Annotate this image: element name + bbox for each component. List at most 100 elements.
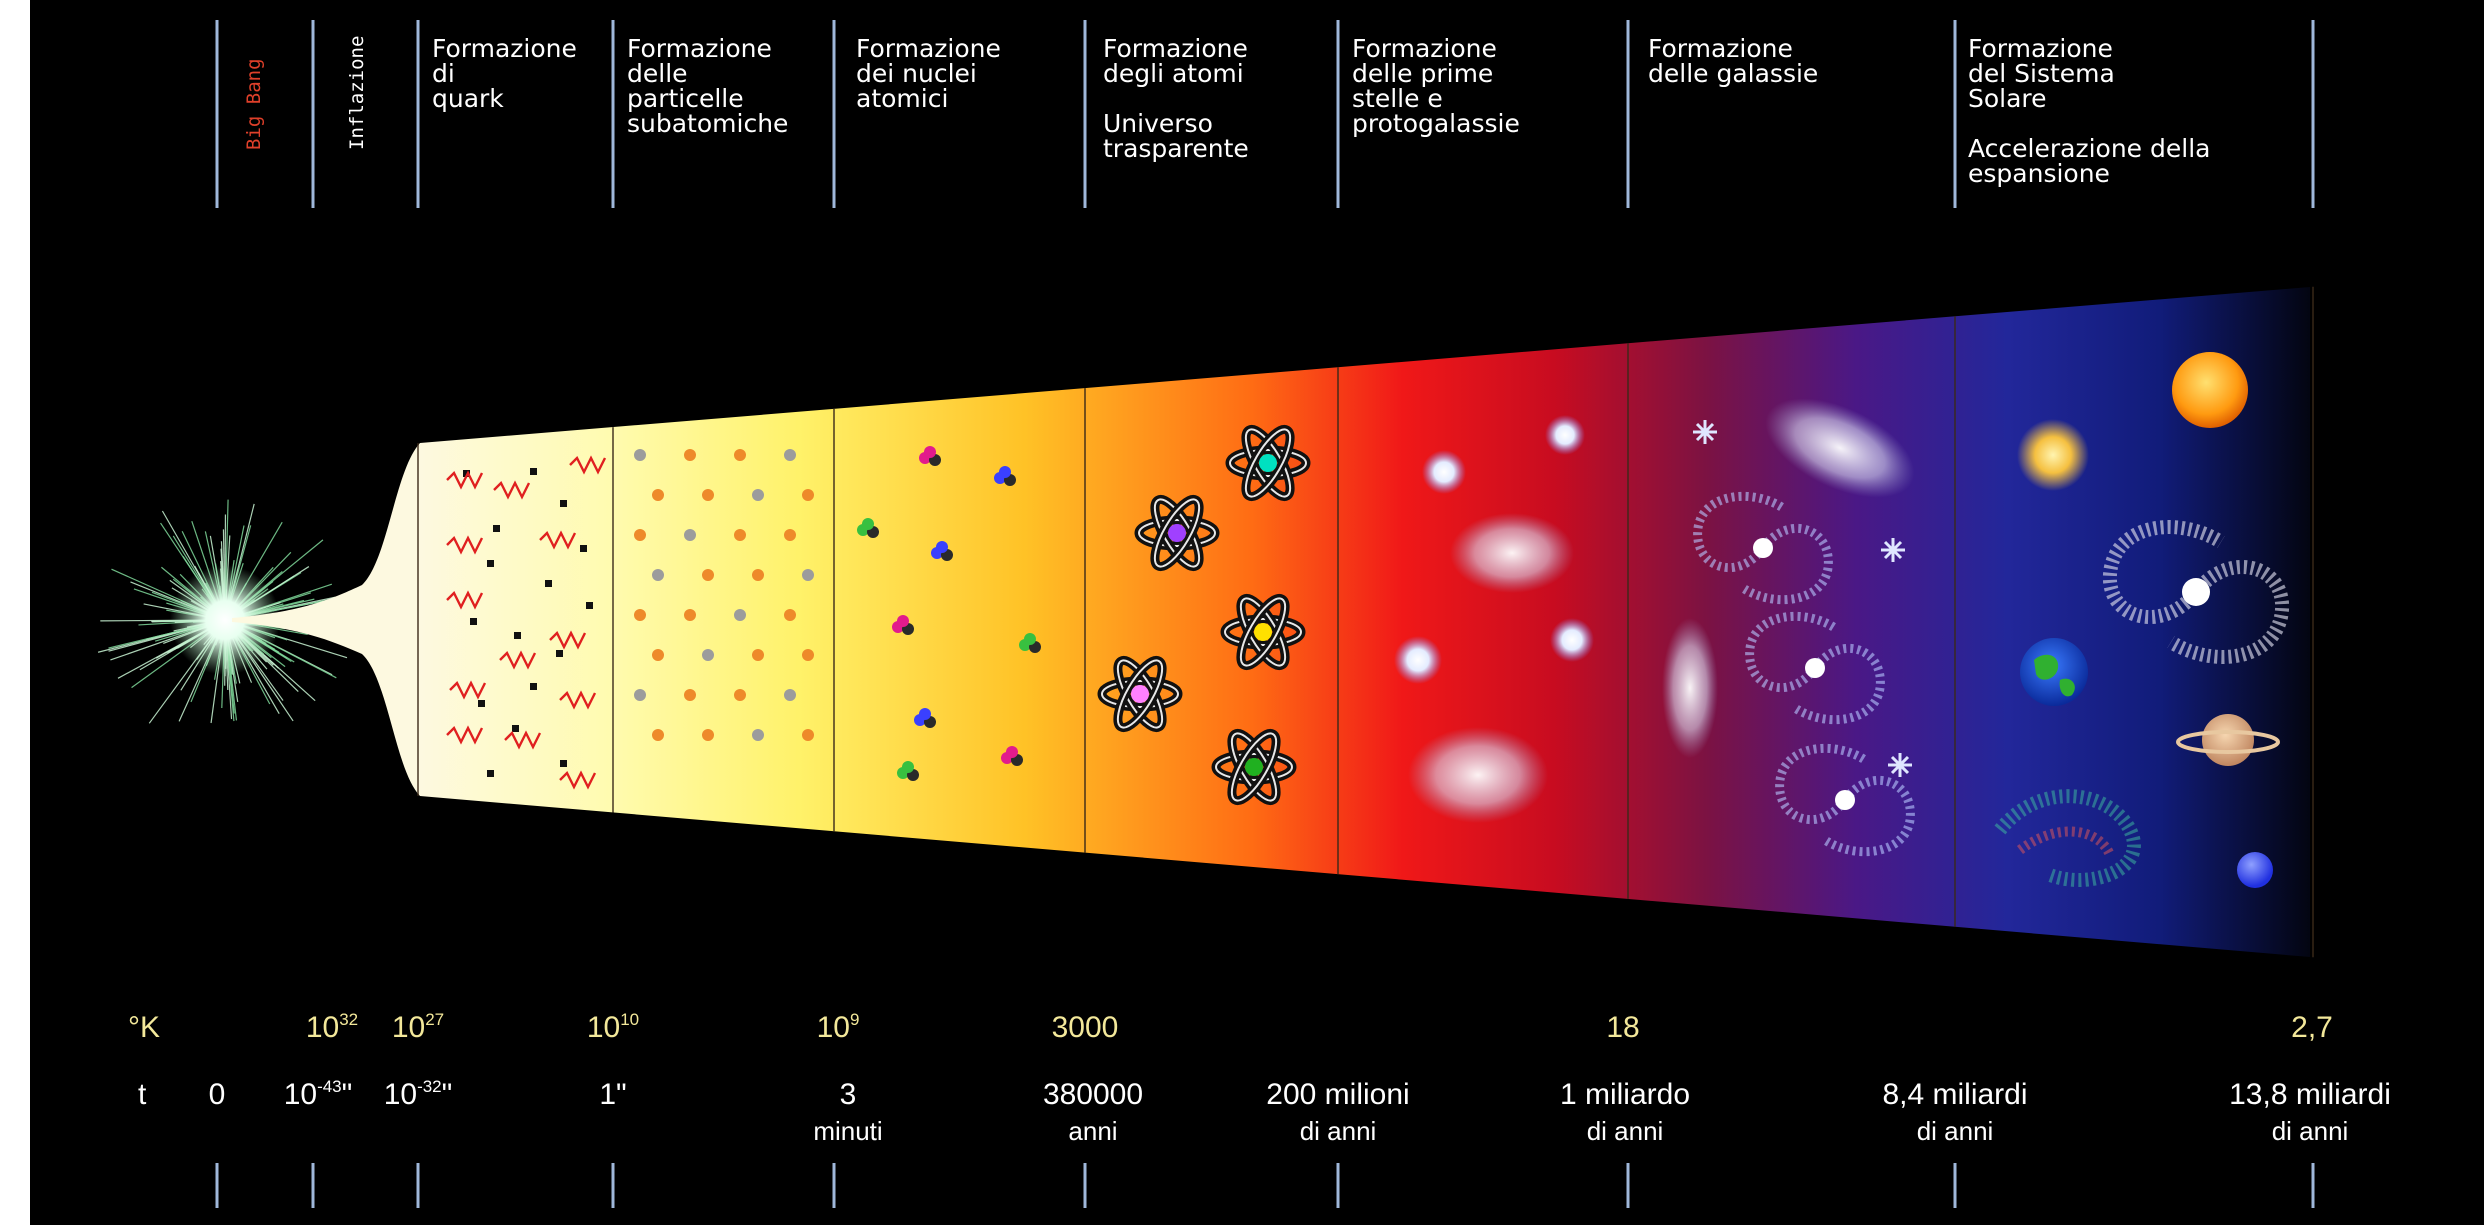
time-value-unit: di anni bbox=[1587, 1116, 1664, 1146]
nebula-arm bbox=[2017, 826, 2115, 858]
quark-squiggle bbox=[559, 770, 597, 790]
particle-dot bbox=[684, 689, 696, 701]
atom-nucleus bbox=[1259, 454, 1277, 472]
sun bbox=[2172, 352, 2248, 428]
particle-dot bbox=[802, 649, 814, 661]
temperature-exponent: 10 bbox=[620, 1010, 639, 1029]
quark-squiggle bbox=[446, 725, 484, 745]
spiral-galaxy bbox=[1693, 491, 1833, 605]
solar-system-contents bbox=[1994, 352, 2290, 888]
quark-squiggle bbox=[446, 535, 484, 555]
time-value: 1" bbox=[599, 1078, 626, 1111]
epoch-label-line: espansione bbox=[1968, 159, 2110, 188]
temperature-base: 10 bbox=[392, 1011, 425, 1044]
first-star bbox=[1545, 415, 1585, 455]
quark-dot bbox=[493, 525, 500, 532]
temperature-value: 109 bbox=[817, 1010, 860, 1044]
particle-dot bbox=[734, 529, 746, 541]
quark-squiggle bbox=[549, 630, 587, 650]
nucleon bbox=[1006, 746, 1018, 758]
quark-dot bbox=[514, 632, 521, 639]
electron-orbit-highlight bbox=[1101, 680, 1179, 708]
atom bbox=[1211, 728, 1297, 806]
first-star bbox=[1422, 450, 1466, 494]
particle-dot bbox=[784, 529, 796, 541]
galaxy-arm bbox=[1792, 643, 1885, 725]
electron-orbit-highlight bbox=[1244, 428, 1292, 498]
atom-nucleus bbox=[1131, 685, 1149, 703]
epoch-label-line: trasparente bbox=[1103, 134, 1249, 163]
galaxy-core bbox=[1753, 538, 1773, 558]
epoch-label-big-bang: Big Bang bbox=[243, 58, 265, 150]
time-suffix: " bbox=[342, 1078, 353, 1111]
particle-dot bbox=[734, 609, 746, 621]
saturn bbox=[2202, 714, 2254, 766]
particle-dot bbox=[652, 729, 664, 741]
epoch-label-inflazione: Inflazione bbox=[346, 36, 368, 150]
saturn-ring bbox=[2176, 730, 2280, 754]
atom bbox=[1225, 424, 1311, 502]
time-value-unit: di anni bbox=[1917, 1116, 1994, 1146]
quark-squiggle bbox=[499, 650, 537, 670]
atom bbox=[1097, 655, 1183, 733]
particle-dot bbox=[652, 489, 664, 501]
sparkle-star bbox=[1888, 753, 1912, 777]
quark-dot bbox=[530, 468, 537, 475]
temperature-base: 10 bbox=[306, 1011, 339, 1044]
temperature-exponent: 9 bbox=[850, 1010, 859, 1029]
quark-squiggle bbox=[539, 530, 577, 550]
particle-dot bbox=[752, 729, 764, 741]
particle-dot bbox=[702, 569, 714, 581]
particle-dot bbox=[802, 569, 814, 581]
galaxy-arm bbox=[1693, 491, 1786, 573]
galaxy-arm bbox=[2102, 520, 2225, 624]
quark-dot bbox=[580, 545, 587, 552]
subatomic-particles-contents bbox=[634, 449, 814, 741]
time-base: 10 bbox=[384, 1078, 417, 1111]
particle-dot bbox=[734, 449, 746, 461]
particle-dot bbox=[784, 609, 796, 621]
quark-dot bbox=[487, 770, 494, 777]
spiral-galaxy bbox=[1745, 611, 1885, 725]
particle-dot bbox=[684, 609, 696, 621]
nucleon bbox=[902, 761, 914, 773]
epoch-label-line: Formazione bbox=[1648, 34, 1793, 63]
epoch-label-line: atomici bbox=[856, 84, 948, 113]
epoch-label-line: protogalassie bbox=[1352, 109, 1520, 138]
galaxy-arm bbox=[2167, 560, 2290, 664]
edge-on-galaxy bbox=[1662, 618, 1718, 758]
time-base: 10 bbox=[284, 1078, 317, 1111]
inflation-funnel bbox=[232, 443, 420, 796]
nucleon bbox=[924, 446, 936, 458]
atom-nucleus bbox=[1245, 758, 1263, 776]
quark-dot bbox=[586, 602, 593, 609]
epoch-label-line: delle bbox=[627, 59, 688, 88]
quark-squiggle bbox=[559, 690, 597, 710]
electron-orbit-highlight bbox=[1230, 732, 1278, 802]
particle-dot bbox=[784, 689, 796, 701]
temperature-label: °K bbox=[128, 1011, 160, 1044]
electron-orbit-highlight bbox=[1239, 597, 1287, 667]
particle-dot bbox=[634, 609, 646, 621]
quark-squiggle bbox=[446, 590, 484, 610]
particle-dot bbox=[752, 649, 764, 661]
burst-core bbox=[170, 565, 280, 675]
epoch-label-line: degli atomi bbox=[1103, 59, 1244, 88]
epoch-label-line: Formazione bbox=[856, 34, 1001, 63]
electron-orbit-highlight bbox=[1116, 659, 1164, 729]
electron-orbit-highlight bbox=[1153, 498, 1201, 568]
time-value: 13,8 miliardi bbox=[2229, 1078, 2391, 1111]
time-value: 8,4 miliardi bbox=[1882, 1078, 2027, 1111]
epoch-label-line: delle prime bbox=[1352, 59, 1493, 88]
nucleon bbox=[897, 615, 909, 627]
particle-dot bbox=[652, 569, 664, 581]
epoch-label-line: Formazione bbox=[432, 34, 577, 63]
elliptical-galaxy bbox=[1765, 398, 1915, 498]
first-star bbox=[1550, 618, 1594, 662]
